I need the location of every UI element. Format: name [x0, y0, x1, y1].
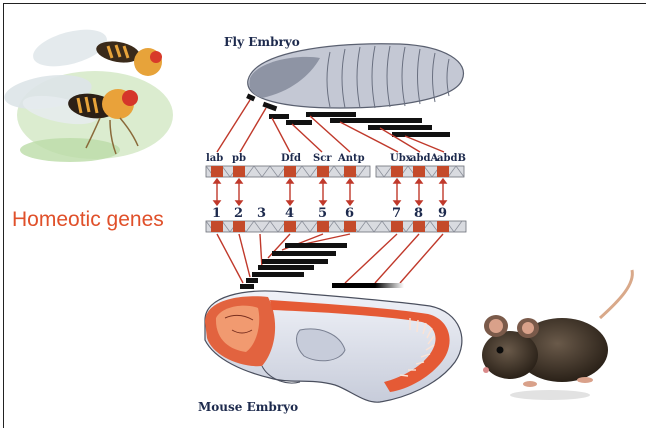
mouse-embryo: [205, 291, 462, 402]
homeotic-genes-title: Homeotic genes: [12, 208, 164, 232]
fly-embryo: [248, 44, 464, 108]
gene-label-antp: Antp: [337, 153, 365, 164]
gene-number-3: 3: [257, 206, 266, 221]
gene-label-dfd: Dfd: [281, 153, 301, 164]
gene-number-4: 4: [285, 206, 294, 221]
gene-number-8: 8: [414, 206, 423, 221]
fly-gene-labels: lab pb Dfd Scr Antp Ubx abdA abdB: [206, 153, 466, 164]
mouse-chromosome: [206, 221, 466, 232]
mouse-connector-lines: [217, 234, 443, 283]
gene-label-pb: pb: [232, 153, 246, 164]
gene-number-6: 6: [345, 206, 354, 221]
fly-embryo-title: Fly Embryo: [224, 35, 300, 49]
homology-arrows: [214, 179, 446, 205]
gene-number-5: 5: [318, 206, 327, 221]
gene-number-7: 7: [392, 206, 401, 221]
mouse-photo: [482, 270, 632, 400]
gene-label-lab: lab: [206, 153, 223, 164]
gene-label-abda: abdA: [410, 153, 438, 164]
fruit-fly-illustration: [2, 23, 173, 162]
mouse-embryo-title: Mouse Embryo: [198, 400, 298, 414]
gene-number-1: 1: [212, 206, 221, 221]
gene-number-9: 9: [438, 206, 447, 221]
gene-number-2: 2: [234, 206, 243, 221]
fly-chromosome: [206, 166, 464, 177]
gene-label-scr: Scr: [313, 153, 332, 164]
gene-label-abdb: abdB: [437, 153, 466, 164]
mouse-gene-labels: 1 2 3 4 5 6 7 8 9: [212, 206, 447, 221]
